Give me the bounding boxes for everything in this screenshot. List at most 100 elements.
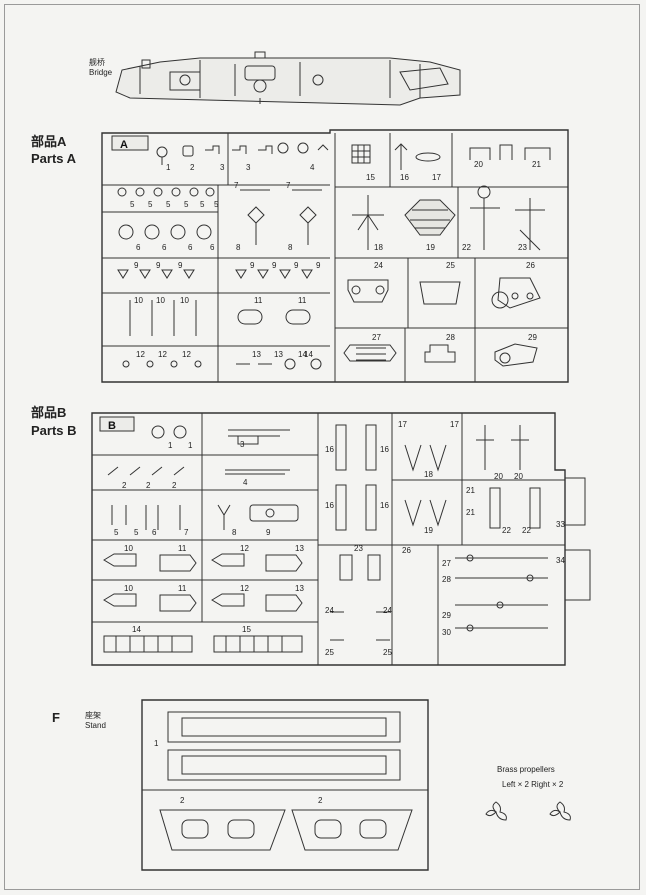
part-number: 10 [180,296,189,305]
part-number: 5 [130,200,135,209]
propellers-drawing [485,801,571,821]
stand-label-cn: 座架 [85,711,101,720]
part-number: 19 [426,243,435,252]
parts-a-frame-letter: A [120,139,128,151]
part-number: 8 [232,528,237,537]
bridge-label-en: Bridge [89,68,113,77]
part-number: 6 [162,243,167,252]
part-number: 34 [556,556,565,565]
part-number: 12 [240,544,249,553]
part-number: 15 [242,625,251,634]
part-number: 25 [383,648,392,657]
stand-part-number: 2 [318,796,323,805]
part-number: 7 [286,181,291,190]
part-number: 29 [528,333,537,342]
parts-a-sprue [101,129,569,383]
stand-sprue [141,699,429,871]
part-number: 2 [190,163,195,172]
part-number: 24 [383,606,392,615]
part-number: 8 [288,243,293,252]
part-number: 6 [188,243,193,252]
part-number: 16 [380,445,389,454]
part-number: 9 [266,528,271,537]
parts-b-sprue [91,412,591,666]
part-number: 1 [188,441,193,450]
part-number: 28 [442,575,451,584]
part-number: 4 [243,478,248,487]
part-number: 5 [214,200,219,209]
part-number: 13 [295,544,304,553]
part-number: 26 [526,261,535,270]
stand-label-en: Stand [85,721,106,730]
part-number: 12 [182,350,191,359]
part-number: 19 [424,526,433,535]
part-number: 23 [518,243,527,252]
parts-b-title-en: Parts B [31,423,77,438]
parts-b-title-cn: 部品B [31,405,67,420]
part-number: 17 [398,420,407,429]
part-number: 11 [254,296,263,305]
part-number: 24 [325,606,334,615]
part-number: 2 [146,481,151,490]
part-number: 9 [316,261,321,270]
part-number: 15 [366,173,375,182]
part-number: 7 [234,181,239,190]
part-number: 28 [446,333,455,342]
part-number: 10 [124,544,133,553]
part-number: 5 [200,200,205,209]
part-number: 13 [274,350,283,359]
part-number: 21 [532,160,541,169]
part-number: 22 [522,526,531,535]
stand-letter: F [52,710,60,725]
part-number: 1 [166,163,171,172]
part-number: 25 [325,648,334,657]
part-number: 23 [354,544,363,553]
part-number: 20 [514,472,523,481]
part-number: 17 [432,173,441,182]
part-number: 12 [136,350,145,359]
part-number: 10 [124,584,133,593]
bridge-label-cn: 舰桥 [89,58,105,67]
stand-part-number: 1 [154,739,159,748]
part-number: 18 [374,243,383,252]
part-number: 18 [424,470,433,479]
part-number: 20 [494,472,503,481]
part-number: 12 [158,350,167,359]
part-number: 14 [132,625,141,634]
part-number: 22 [462,243,471,252]
part-number: 9 [250,261,255,270]
part-number: 30 [442,628,451,637]
part-number: 29 [442,611,451,620]
part-number: 5 [184,200,189,209]
parts-a-title-cn: 部品A [31,134,67,149]
part-number: 21 [466,508,475,517]
part-number: 16 [325,445,334,454]
part-number: 24 [374,261,383,270]
part-number: 27 [442,559,451,568]
part-number: 10 [156,296,165,305]
part-number: 27 [372,333,381,342]
parts-b-frame-letter: B [108,420,116,432]
part-number: 2 [172,481,177,490]
part-number: 2 [122,481,127,490]
part-number: 12 [240,584,249,593]
part-number: 3 [246,163,251,172]
part-number: 33 [556,520,565,529]
part-number: 13 [252,350,261,359]
stand-part-number: 2 [180,796,185,805]
part-number: 3 [240,440,245,449]
page-border [4,4,640,890]
part-number: 14 [304,350,313,359]
part-number: 5 [166,200,171,209]
part-number: 14 [298,350,307,359]
propellers-title: Brass propellers [497,765,555,774]
part-number: 9 [156,261,161,270]
part-number: 10 [134,296,143,305]
part-number: 7 [184,528,189,537]
part-number: 1 [168,441,173,450]
part-number: 6 [210,243,215,252]
propellers-counts: Left × 2 Right × 2 [502,780,564,789]
part-number: 16 [325,501,334,510]
